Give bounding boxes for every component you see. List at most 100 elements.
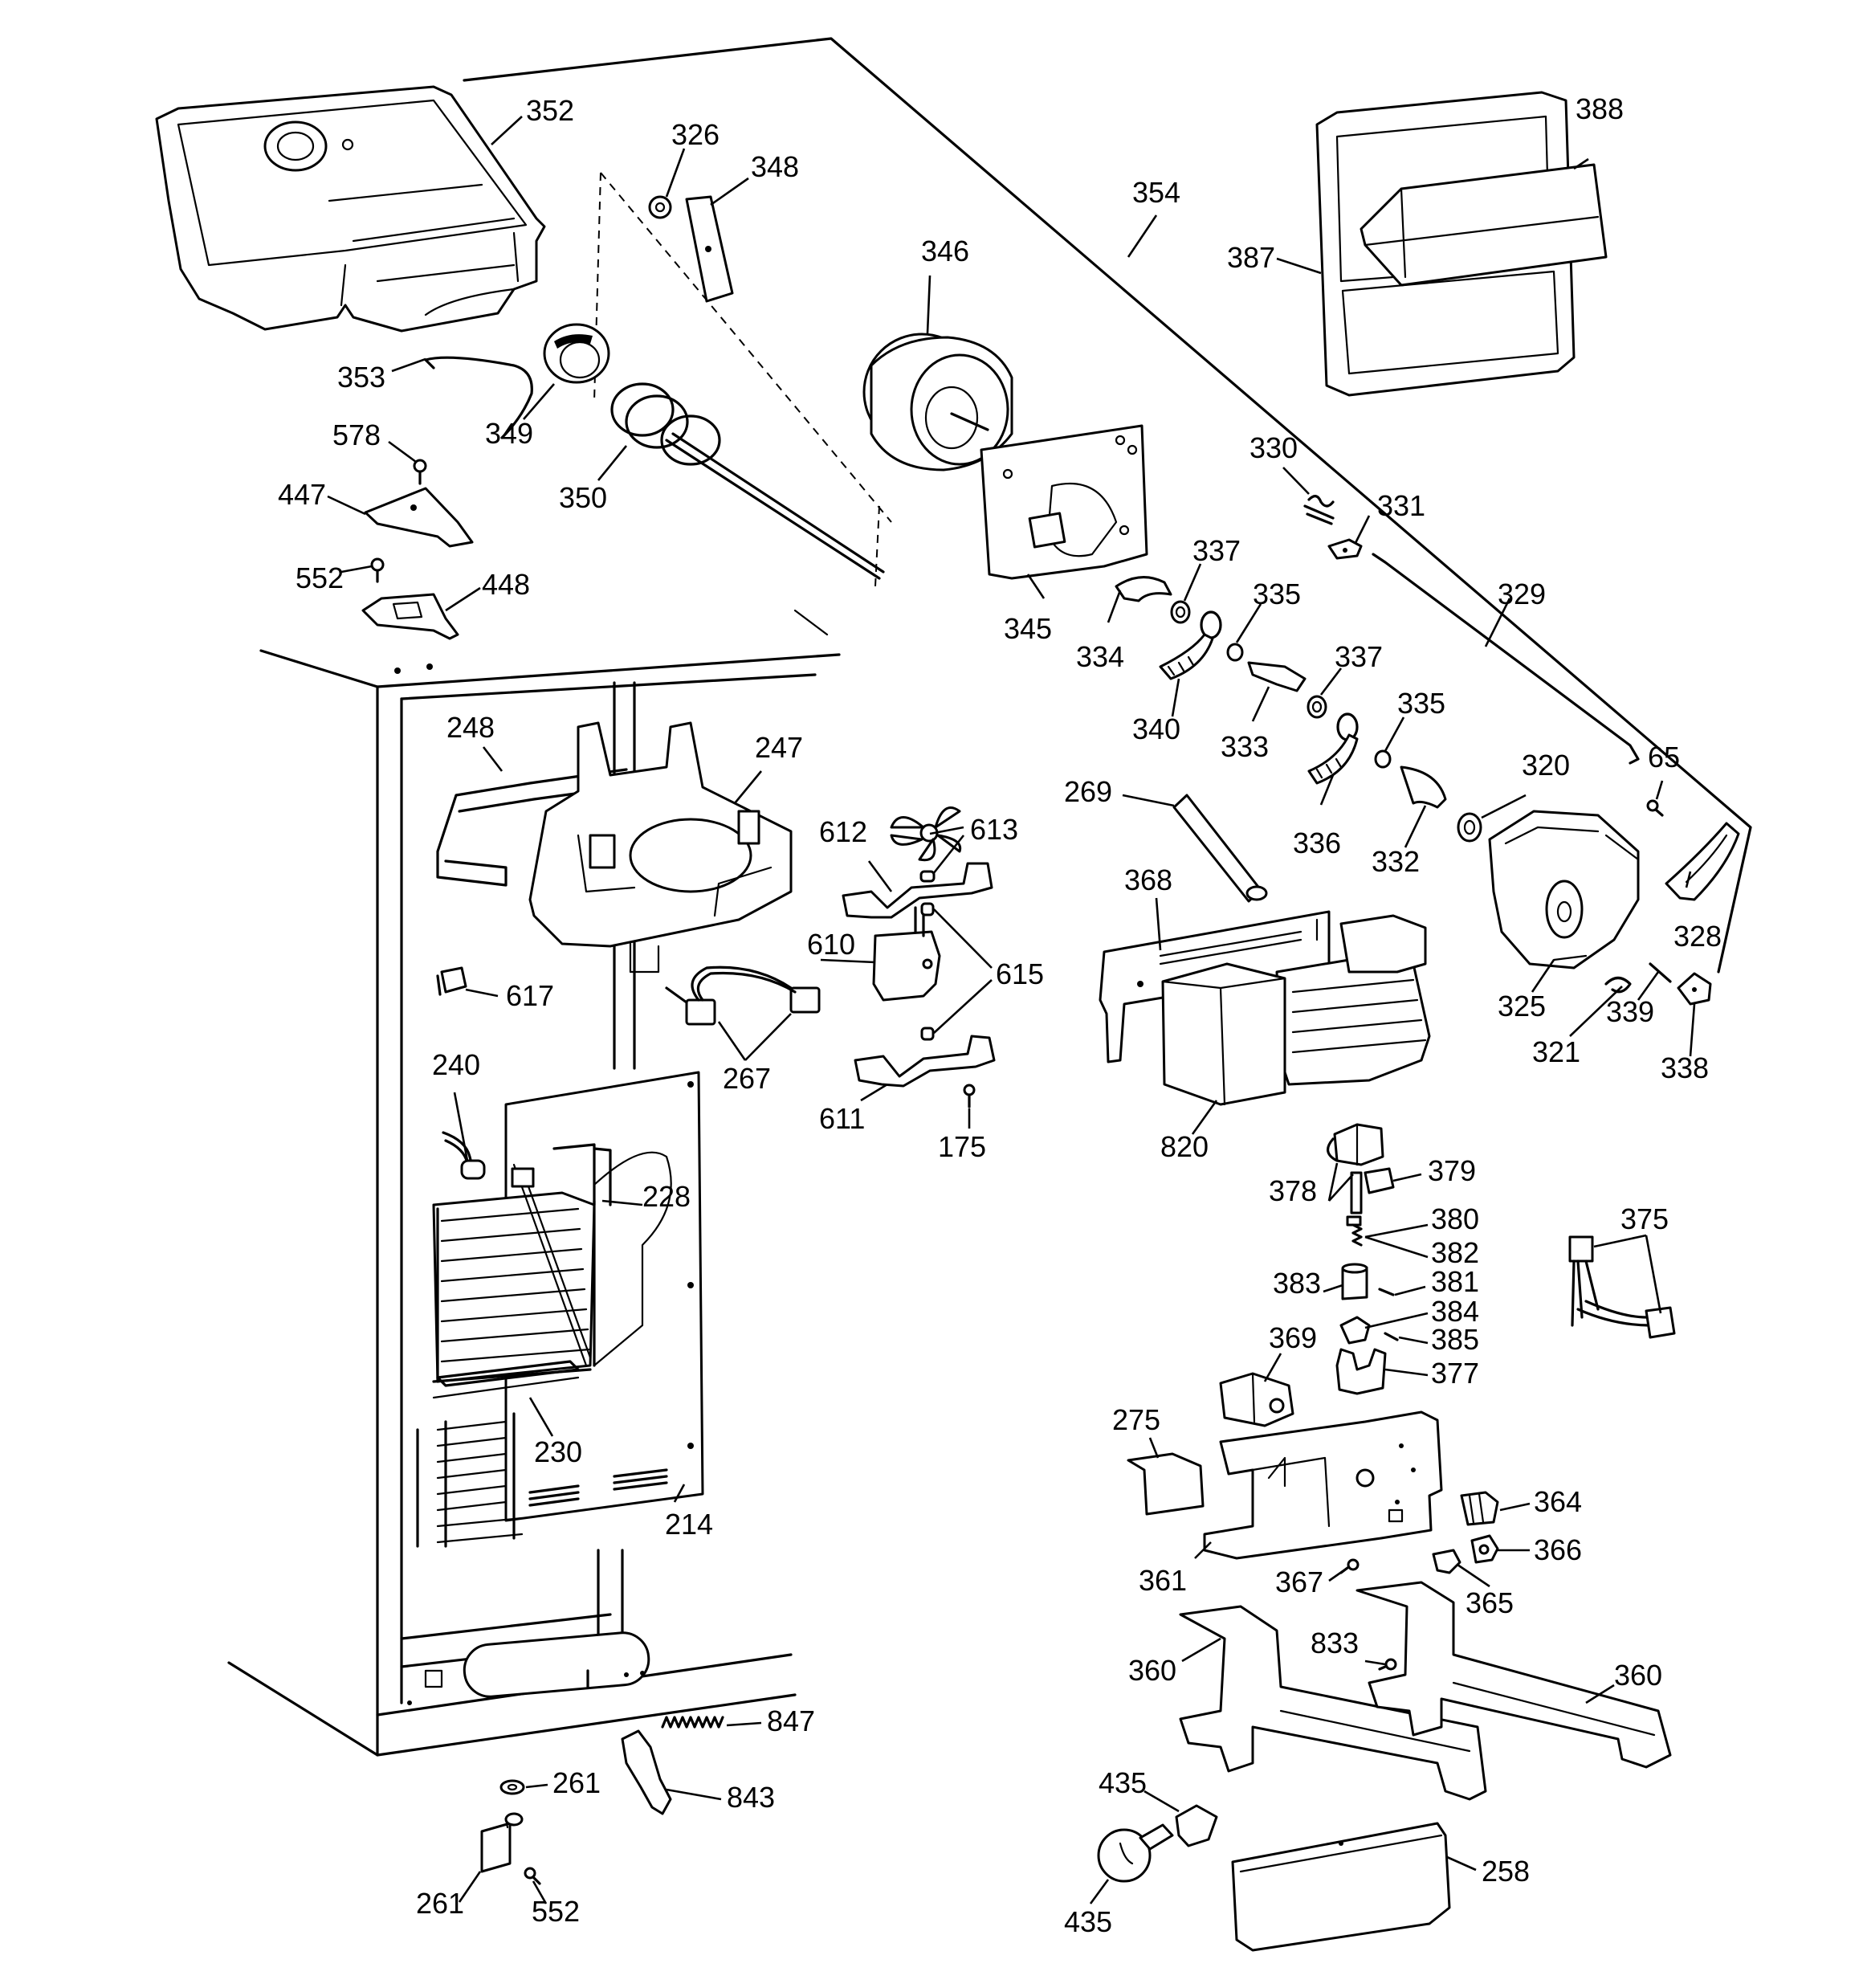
bearing-349: [543, 323, 610, 384]
callout-337-mid: 337: [1335, 640, 1383, 673]
evaporator-fins-lower: [416, 1412, 524, 1548]
callout-352: 352: [526, 94, 574, 127]
callout-328: 328: [1673, 920, 1722, 953]
callout-326: 326: [671, 118, 720, 151]
callout-364: 364: [1534, 1485, 1582, 1518]
callout-365: 365: [1466, 1586, 1514, 1619]
callout-552-bottom: 552: [532, 1895, 580, 1928]
fan-housing-247: [528, 721, 793, 974]
callout-354: 354: [1132, 176, 1180, 209]
callout-labels: 352 326 348 354 388 387 346 353 349 350 …: [278, 92, 1722, 1938]
callout-611: 611: [819, 1102, 865, 1135]
callout-247: 247: [755, 731, 803, 764]
motor-housing-325: [1488, 810, 1640, 970]
callout-380: 380: [1431, 1202, 1479, 1235]
callout-321: 321: [1532, 1035, 1580, 1068]
socket-364: [1460, 1491, 1499, 1526]
cam-332: [1400, 765, 1447, 809]
callout-228: 228: [642, 1180, 691, 1213]
spring-847: [661, 1716, 724, 1729]
gear-320: [1457, 812, 1482, 843]
bracket-361: [1203, 1410, 1443, 1560]
callout-820: 820: [1160, 1130, 1209, 1163]
callout-610: 610: [807, 928, 855, 961]
callout-275: 275: [1112, 1403, 1160, 1436]
callout-340: 340: [1132, 712, 1180, 745]
callout-331: 331: [1377, 489, 1425, 522]
callout-248: 248: [446, 711, 495, 744]
drum-346: [862, 333, 1013, 471]
callout-214: 214: [665, 1508, 713, 1541]
spacer-335a: [1226, 643, 1244, 662]
callout-360-left: 360: [1128, 1654, 1176, 1687]
callout-335-top: 335: [1253, 578, 1301, 610]
callout-338: 338: [1661, 1051, 1709, 1084]
callout-383: 383: [1273, 1267, 1321, 1300]
clip-617: [436, 966, 467, 996]
spring-330: [1303, 495, 1335, 525]
screw-578: [413, 459, 427, 485]
washer-261: [499, 1779, 525, 1795]
sleeve-383: [1341, 1263, 1368, 1300]
callout-613: 613: [970, 813, 1018, 846]
callout-377: 377: [1431, 1357, 1479, 1390]
harness-375: [1568, 1235, 1676, 1339]
screw-552-top: [370, 557, 385, 583]
callout-330: 330: [1249, 431, 1298, 464]
callout-325: 325: [1498, 990, 1546, 1023]
solenoid-378: [1327, 1123, 1384, 1166]
callout-349: 349: [485, 417, 533, 450]
callout-388: 388: [1576, 92, 1624, 125]
callout-378: 378: [1269, 1174, 1317, 1207]
mounting-plate-345: [980, 424, 1148, 580]
cover-258: [1231, 1822, 1451, 1952]
panel-214: [504, 1071, 704, 1522]
callout-258: 258: [1482, 1855, 1530, 1888]
ice-bucket-352: [155, 85, 546, 333]
heater-230: [432, 1360, 580, 1399]
spacer-337b: [1307, 695, 1327, 719]
callout-346: 346: [921, 235, 969, 267]
bracket-612: [842, 862, 993, 919]
clip-331: [1327, 538, 1363, 560]
boundary-line-354: [463, 37, 1752, 974]
callout-447: 447: [278, 478, 326, 511]
callout-240: 240: [432, 1048, 480, 1081]
rail-360-left: [1179, 1605, 1487, 1801]
callout-361: 361: [1139, 1564, 1187, 1597]
callout-336: 336: [1293, 827, 1341, 859]
wire-353: [424, 356, 533, 439]
callout-175: 175: [938, 1130, 986, 1163]
callout-339: 339: [1606, 995, 1654, 1028]
washer-326: [648, 195, 672, 219]
callout-332: 332: [1372, 845, 1420, 878]
auger-dashed-outline: [593, 172, 892, 587]
control-box-820: [1161, 962, 1286, 1106]
callout-843: 843: [727, 1781, 775, 1814]
fan-blade-613: [890, 806, 962, 883]
spacer-337a: [1170, 600, 1191, 624]
hinge-843: [621, 1729, 672, 1815]
callout-833: 833: [1311, 1627, 1359, 1659]
callout-320: 320: [1522, 749, 1570, 782]
callout-369: 369: [1269, 1321, 1317, 1354]
plunger-380: [1346, 1171, 1363, 1227]
pin-385: [1384, 1332, 1399, 1341]
tube-269: [1172, 794, 1268, 903]
dispenser-paddle-388: [1360, 163, 1608, 287]
clip-366: [1470, 1534, 1499, 1564]
cam-340: [1159, 633, 1214, 680]
callout-261-top: 261: [552, 1766, 601, 1799]
callout-360-right: 360: [1614, 1659, 1662, 1692]
evaporator-228: [432, 1143, 672, 1383]
callout-345: 345: [1004, 612, 1052, 645]
bulb-435: [1097, 1823, 1174, 1883]
bracket-275: [1127, 1452, 1205, 1516]
screw-175: [963, 1084, 976, 1108]
callout-615: 615: [996, 957, 1044, 990]
hinge-261: [480, 1812, 524, 1873]
leader-lines: [327, 116, 1696, 1904]
spacer-335b: [1374, 749, 1392, 769]
callout-269: 269: [1064, 775, 1112, 808]
